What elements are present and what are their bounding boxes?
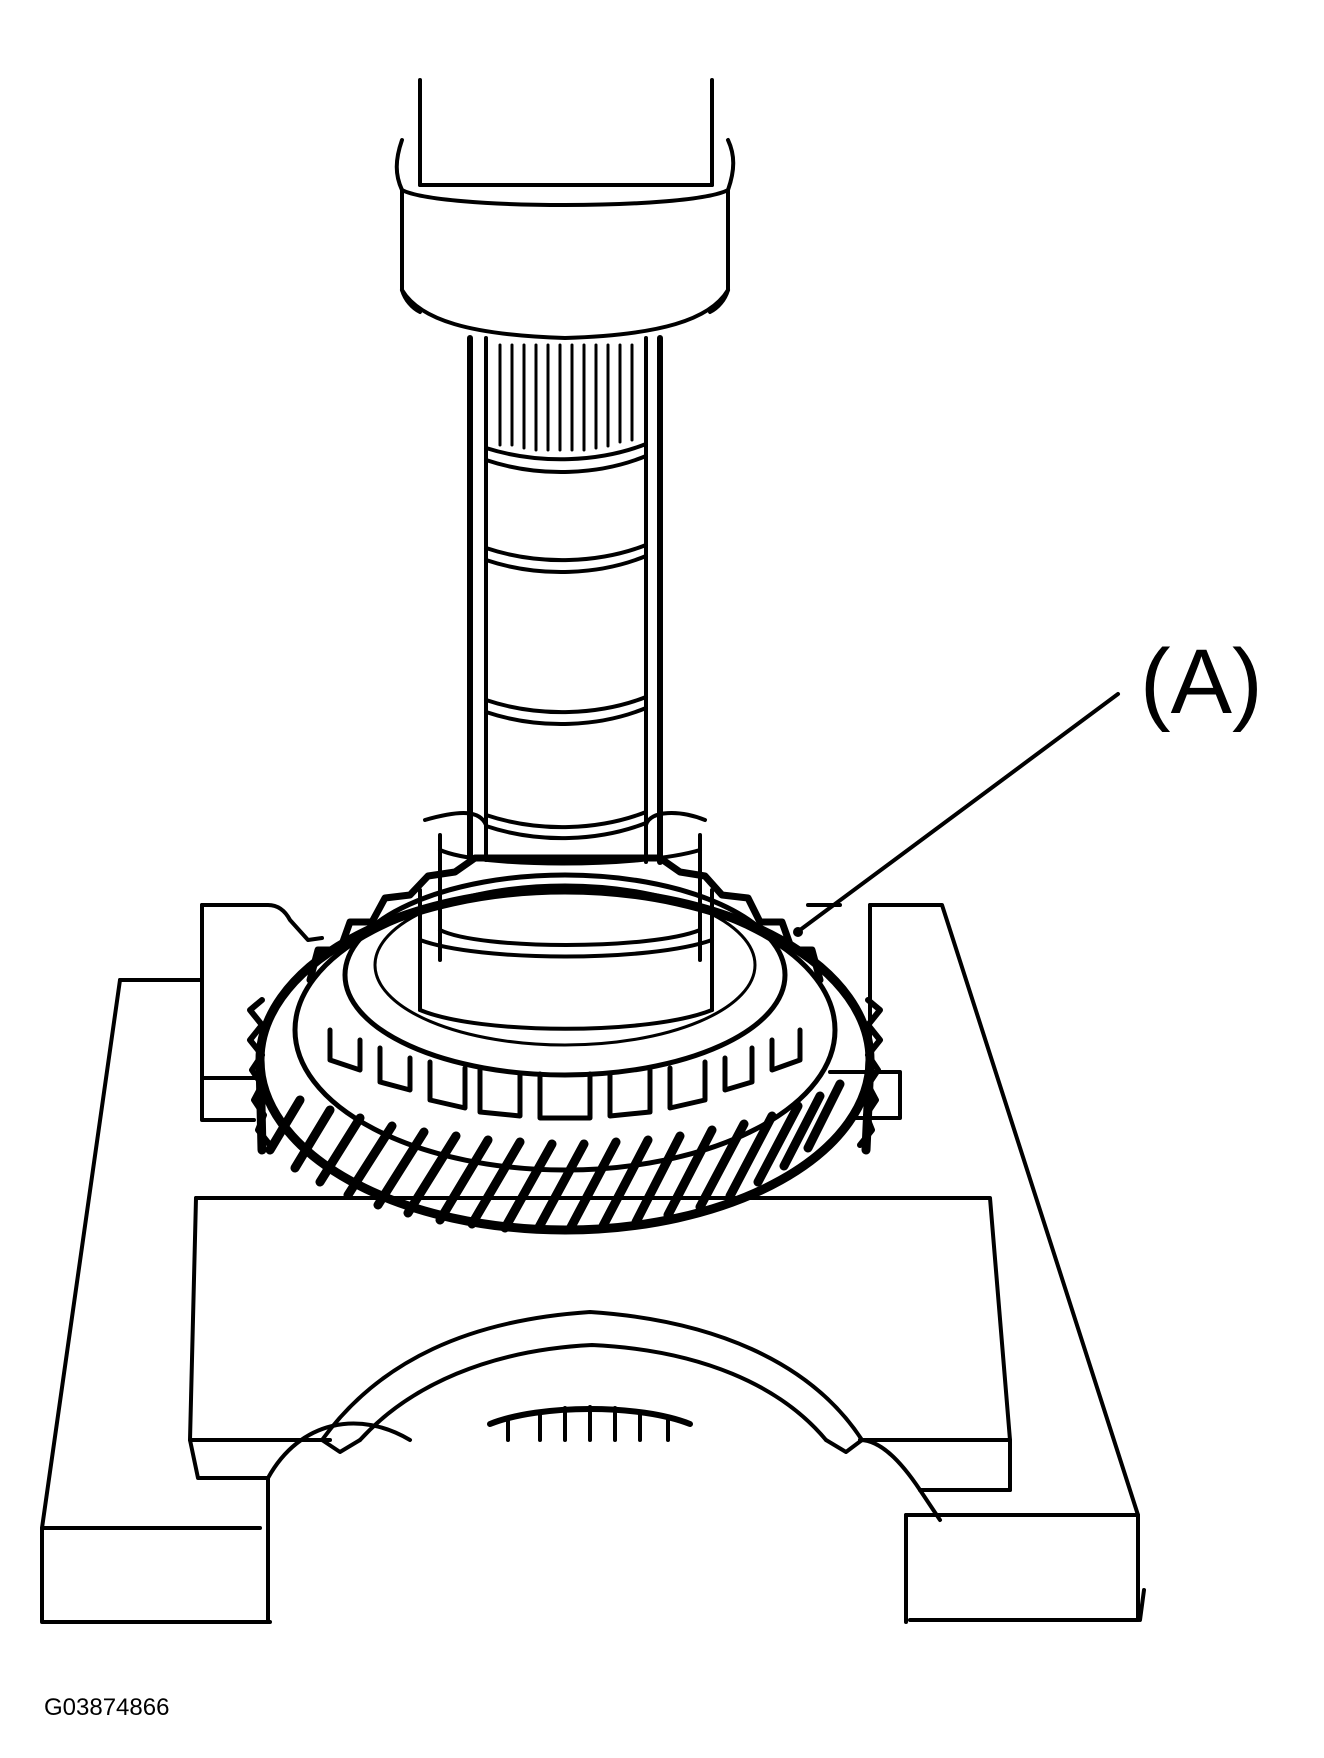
helical-gear — [247, 854, 883, 1235]
figure-id: G03874866 — [44, 1694, 170, 1721]
callout-label-a: (A) — [1140, 631, 1263, 733]
lower-fixture-block — [188, 1196, 1012, 1624]
callout-leader-line — [798, 692, 1120, 932]
upper-fixture-block — [200, 903, 902, 1122]
press-shaft — [467, 335, 663, 865]
base-plate — [40, 903, 1146, 1624]
gear-hub — [418, 811, 714, 1031]
callout-leader-dot — [793, 927, 803, 937]
press-ram — [394, 78, 736, 340]
